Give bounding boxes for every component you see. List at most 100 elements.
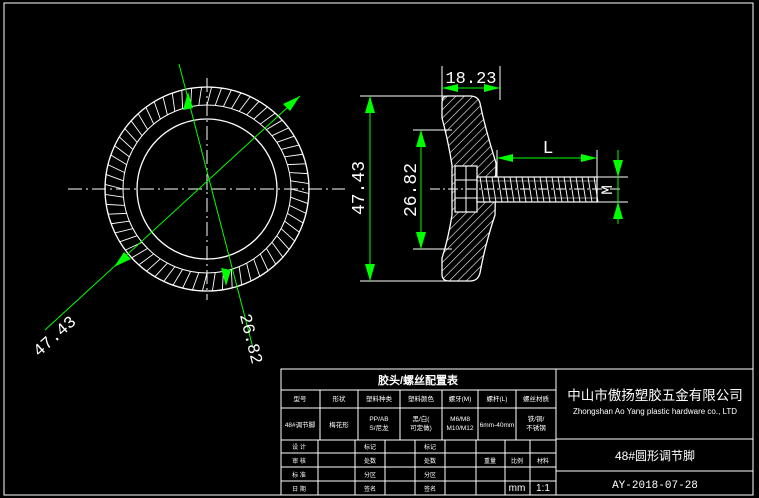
knurl-mark — [214, 87, 222, 106]
knurl-mark — [171, 93, 176, 112]
sign-right-label: 比例 — [511, 457, 523, 465]
dim-thread-length: L — [543, 139, 554, 159]
table-header-cell: 塑料颜色 — [408, 394, 435, 403]
knurl-mark — [238, 96, 251, 112]
dim-arrow — [365, 264, 375, 281]
dim-arrow — [442, 84, 458, 92]
knurl-mark — [118, 136, 134, 150]
sign-mid-label: 标记 — [364, 443, 376, 451]
dim-arrow — [283, 96, 300, 111]
part-name: 48#圆形调节脚 — [615, 448, 695, 463]
knurl-mark — [110, 154, 127, 166]
knurl-mark — [271, 127, 289, 137]
dim-arrow — [416, 130, 426, 147]
knurl-mark — [145, 107, 155, 125]
knurl-mark — [181, 90, 184, 109]
sign-mid-label: 签名 — [364, 485, 376, 493]
knurl-mark — [284, 153, 303, 158]
knurl-mark — [238, 266, 243, 285]
knurl-mark — [104, 183, 124, 190]
knurl-mark — [114, 145, 130, 158]
inner-ring — [136, 118, 278, 260]
table-header-cell: 螺丝材质 — [523, 394, 550, 403]
unit-label: mm — [509, 483, 526, 494]
knurl-mark — [105, 193, 124, 198]
dim-arrow — [114, 252, 131, 267]
knurl-mark — [138, 253, 154, 266]
knurl-mark — [182, 271, 192, 289]
side-view: 18.23 47.43 26.82 L M — [350, 66, 628, 282]
knurl-mark — [230, 92, 242, 109]
knurl-mark — [290, 180, 309, 185]
knurl-mark — [289, 172, 308, 175]
knurl-mark — [266, 119, 283, 130]
knurl-mark — [154, 262, 168, 278]
table-header-cell: 塑料种类 — [366, 394, 393, 403]
knurl-mark — [276, 235, 290, 250]
sign-right-label: 重量 — [484, 457, 496, 465]
knurl-mark — [260, 112, 276, 125]
knurl-mark — [192, 272, 200, 291]
knurl-mark — [289, 204, 307, 214]
knurl-mark — [108, 212, 127, 215]
table-cell: 48#调节脚 — [285, 420, 316, 429]
table-header-cell: 型号 — [294, 394, 308, 403]
dim-hub-height: 26.82 — [402, 163, 422, 217]
knurl-mark — [276, 135, 295, 143]
knurl-mark — [130, 120, 143, 136]
dim-arrow — [581, 154, 597, 162]
table-header-row: 型号形状塑料种类塑料颜色螺牙(M)螺杆(L)螺丝材质 — [294, 394, 550, 403]
knurl-mark — [287, 163, 306, 166]
table-header-cell: 螺杆(L) — [487, 394, 508, 403]
knurl-mark — [280, 228, 296, 242]
knurl-mark — [280, 144, 300, 150]
knurl-mark — [119, 235, 138, 243]
table-cell: 黑/白(可定做) — [410, 414, 432, 432]
title-block — [280, 368, 754, 496]
knurl-mark — [124, 128, 138, 143]
sign-label: 标 准 — [292, 471, 306, 479]
knurl-mark — [266, 248, 277, 265]
knurl-mark — [201, 272, 208, 292]
knurl-mark — [222, 89, 232, 107]
knurl-mark — [211, 272, 216, 291]
knurl-mark — [162, 96, 168, 116]
dim-arrow — [484, 84, 500, 92]
knurl-mark — [284, 220, 300, 233]
knurl-mark — [290, 188, 310, 195]
knurl-marks — [104, 86, 310, 292]
knurl-mark — [198, 87, 203, 106]
knurl-mark — [153, 101, 161, 120]
knurl-mark — [230, 269, 233, 288]
company-name-en: Zhongshan Ao Yang plastic hardware co., … — [573, 407, 737, 416]
knurl-mark — [253, 106, 268, 120]
dim-overall-height: 47.43 — [350, 161, 370, 215]
dim-arrow — [221, 268, 231, 286]
knurl-mark — [131, 248, 148, 259]
dim-arrow — [613, 202, 623, 219]
table-title: 胶头/螺丝配置表 — [378, 373, 459, 387]
sign-mid-label: 签名 — [424, 485, 436, 493]
sign-right-label: 材料 — [537, 457, 549, 465]
company-name-cn: 中山市傲扬塑胶五金有限公司 — [567, 387, 743, 403]
knurl-mark — [271, 242, 284, 258]
table-cell: 6mm-40mm — [480, 422, 515, 429]
knurl-mark — [246, 262, 252, 282]
dim-line-outer-diameter — [44, 95, 301, 331]
sign-mid-label: 处数 — [364, 457, 376, 465]
sign-area: 设 计审 核标 准日 期标记标记处数处数分区分区签名签名重量比例材料 — [292, 443, 549, 493]
sign-label: 审 核 — [292, 457, 306, 465]
knurl-mark — [107, 164, 125, 174]
dim-top-width: 18.23 — [445, 70, 496, 89]
knurl-mark — [253, 258, 261, 277]
knurl-mark — [163, 266, 176, 282]
knurl-mark — [114, 228, 134, 234]
dim-arrow — [183, 92, 193, 110]
knurl-mark — [137, 113, 148, 130]
sign-mid-label: 分区 — [364, 471, 376, 479]
table-header-cell: 形状 — [333, 394, 347, 403]
